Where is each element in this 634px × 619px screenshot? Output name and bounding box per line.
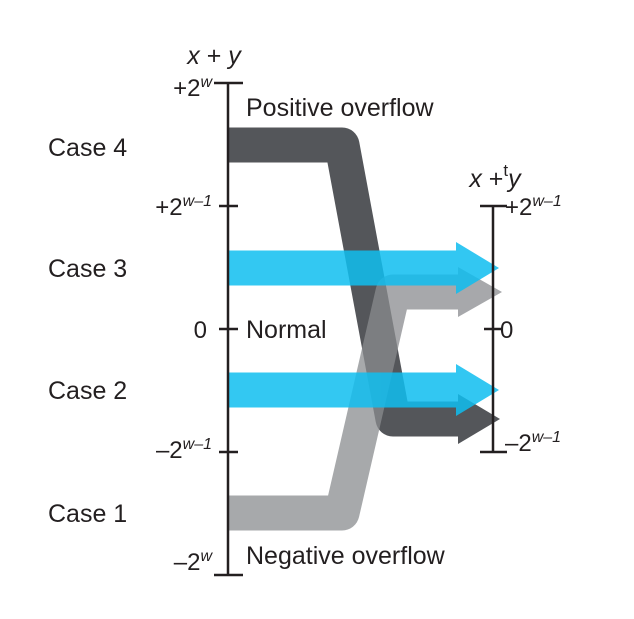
case2-arrowhead	[456, 364, 499, 416]
left-tick-label-pos2w1: +2w–1	[155, 193, 212, 221]
left-tick-label-neg2w1: –2w–1	[156, 436, 212, 464]
left-tick-label-zero: 0	[194, 317, 207, 344]
right-tick-label-pos2w1: +2w–1	[505, 193, 562, 221]
negative-overflow-label: Negative overflow	[246, 542, 446, 570]
case1-label: Case 1	[48, 500, 127, 528]
case2-normal-arrow	[229, 364, 499, 416]
left-tick-label-pos2w: +2w	[173, 74, 213, 102]
case3-normal-arrow	[229, 242, 499, 294]
left-tick-label-neg2w: –2w	[174, 548, 214, 576]
case2-label: Case 2	[48, 377, 127, 405]
case4-label: Case 4	[48, 134, 127, 162]
normal-label: Normal	[246, 316, 327, 344]
right-axis	[480, 204, 507, 454]
right-axis-title: x +ty	[468, 161, 522, 193]
right-tick-label-neg2w1: –2w–1	[505, 429, 561, 457]
case3-label: Case 3	[48, 255, 127, 283]
labels: x + y x +ty +2w +2w–1 0 –2w–1 –2w +2w–1 …	[48, 42, 562, 576]
left-axis	[214, 81, 243, 577]
left-axis-title: x + y	[186, 42, 242, 70]
positive-overflow-label: Positive overflow	[246, 94, 435, 122]
case3-arrowhead	[456, 242, 499, 294]
right-tick-label-zero: 0	[500, 317, 513, 344]
